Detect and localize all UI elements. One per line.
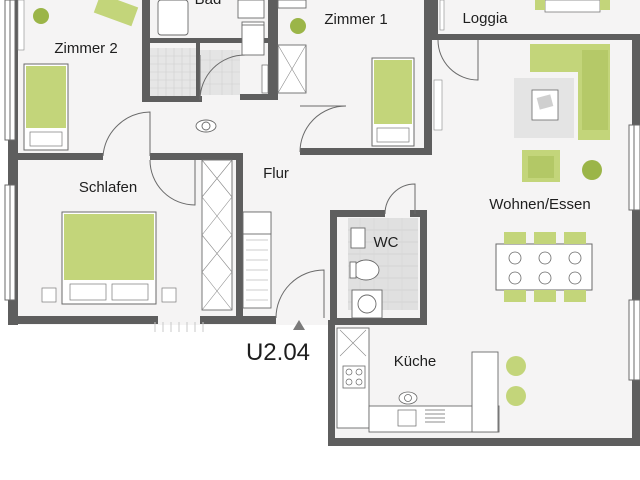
label-zimmer2: Zimmer 2 (54, 40, 117, 57)
cook-icon (398, 391, 418, 405)
loggia-furniture (93, 0, 610, 31)
label-loggia: Loggia (462, 10, 508, 27)
wardrobe-schlafen (201, 159, 233, 311)
wall-zimmer1-right (424, 0, 432, 155)
schlafen-furniture (41, 159, 233, 311)
bathroom-tiles (150, 48, 240, 96)
plant-wohnen (582, 160, 602, 180)
bathroom-fixtures (157, 0, 307, 94)
wall-right (632, 40, 640, 440)
wall-wc-bottom (330, 318, 427, 325)
wall-kitchen-left (328, 320, 335, 444)
wall-wc-top-right (410, 210, 427, 217)
doors (102, 39, 479, 319)
balcony-railing (154, 322, 204, 332)
wall-bottom-left (8, 316, 158, 324)
flur-wardrobe (242, 211, 272, 309)
wall-schlafen-right (236, 156, 243, 316)
plant-zimmer2 (33, 8, 49, 24)
bar-stool-1 (506, 356, 526, 376)
plant-zimmer1 (290, 18, 306, 34)
wall-schlafen-top (150, 153, 243, 160)
wall-left (8, 0, 18, 325)
label-bad: Bad (195, 0, 222, 8)
unit-label: U2.04 (246, 339, 310, 366)
wall-zimmer1-bottom (300, 148, 428, 155)
wall-bad-left (142, 0, 150, 100)
wall-bad-right (268, 0, 274, 100)
wall-wc-top (330, 210, 385, 217)
wall-loggia-left (432, 0, 438, 40)
label-schlafen: Schlafen (79, 179, 137, 196)
walls (8, 0, 640, 446)
label-wohnen-essen: Wohnen/Essen (489, 196, 590, 213)
wall-loggia-top (432, 34, 640, 40)
label-zimmer1: Zimmer 1 (324, 11, 387, 28)
wall-kitchen-bottom (328, 438, 640, 446)
wall-zimmer1-left (274, 0, 278, 100)
wall-bad-bottom (142, 96, 202, 102)
entrance-marker-icon (293, 320, 305, 330)
zimmer2-furniture (17, 0, 69, 151)
wohnen-furniture (433, 44, 610, 302)
bar-stool-2 (506, 386, 526, 406)
zimmer1-furniture (290, 18, 415, 147)
windows (4, 0, 640, 381)
wall-zimmer2-bottom (18, 153, 103, 160)
wall-bad-top (142, 38, 272, 43)
wall-bad-mid (196, 40, 200, 98)
label-flur: Flur (263, 165, 289, 182)
wall-wc-right (420, 210, 427, 325)
room-labels: Bad Zimmer 1 Loggia Zimmer 2 Flur Schlaf… (54, 0, 590, 370)
kitchen-island (471, 351, 499, 433)
label-wc: WC (374, 234, 399, 251)
wc-fixtures (349, 227, 383, 319)
kitchen-furniture (336, 327, 526, 433)
armchair (522, 150, 560, 182)
person-icon (195, 119, 217, 133)
wall-bottom-mid (200, 316, 276, 324)
wall-bad-bottom-right (240, 94, 272, 100)
wall-wc-left (330, 210, 337, 325)
label-kueche: Küche (394, 353, 437, 370)
